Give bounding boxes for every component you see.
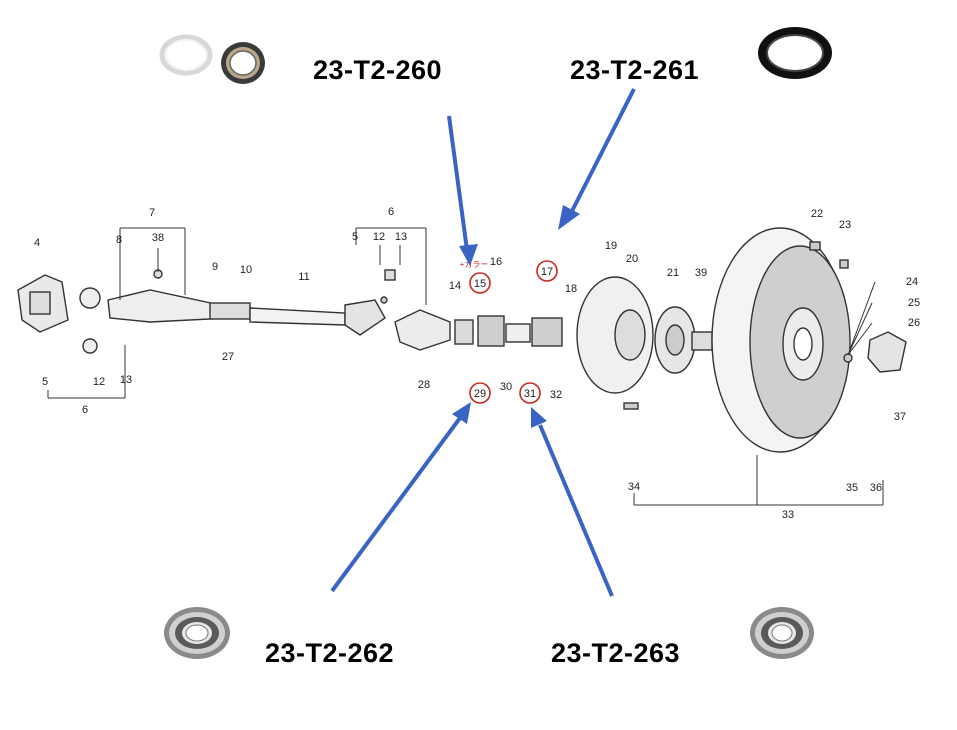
callout-number: 16	[490, 256, 502, 268]
callout-number: 24	[906, 276, 918, 288]
callout-number: 22	[811, 208, 823, 220]
callout-number: 36	[870, 482, 882, 494]
arrow-260	[447, 115, 478, 266]
arrow-263	[531, 407, 614, 597]
callout-number: 38	[152, 232, 164, 244]
callout-number: 39	[695, 267, 707, 279]
callout-number: 27	[222, 351, 234, 363]
callout-number: 32	[550, 389, 562, 401]
part-code-262: 23-T2-262	[265, 638, 395, 668]
seal-ring-photo	[159, 34, 213, 76]
oil-seal-photo	[221, 42, 265, 84]
callout-number: 13	[120, 374, 132, 386]
callout-labels: 4 5 6 7 8 38 9 10 11 27 12 13 5 12 13 6 28 14 15 16 17 18 29 30…	[34, 206, 920, 521]
callout-number: 34	[628, 481, 640, 493]
callout-number: 17	[541, 266, 553, 278]
arrow-261	[558, 88, 636, 230]
callout-number: 33	[782, 509, 794, 521]
exploded-drawing	[17, 227, 907, 453]
callout-number: 20	[626, 253, 638, 265]
callout-number: 6	[388, 206, 394, 218]
callout-number: 10	[240, 264, 252, 276]
part-code-261: 23-T2-261	[570, 55, 700, 85]
callout-number: 13	[395, 231, 407, 243]
callout-number: 8	[116, 234, 122, 246]
callout-number: 4	[34, 237, 40, 249]
collar-note: +カラー	[460, 260, 489, 269]
callout-number: 28	[418, 379, 430, 391]
red-callout-circles	[469, 260, 558, 404]
callout-number: 37	[894, 411, 906, 423]
leader-lines	[47, 227, 884, 506]
callout-number: 14	[449, 280, 461, 292]
callout-number: 26	[908, 317, 920, 329]
callout-number: 5	[352, 231, 358, 243]
callout-number: 25	[908, 297, 920, 309]
callout-number: 12	[373, 231, 385, 243]
arrow-262	[330, 402, 471, 593]
callout-number: 15	[474, 278, 486, 290]
callout-number: 30	[500, 381, 512, 393]
bearing-photo-left	[164, 607, 230, 659]
callout-number: 12	[93, 376, 105, 388]
bearing-photo-right	[750, 607, 814, 659]
part-code-263: 23-T2-263	[551, 638, 681, 668]
callout-number: 18	[565, 283, 577, 295]
arrows	[330, 88, 636, 597]
callout-number: 7	[149, 207, 155, 219]
large-oil-seal-photo	[758, 27, 832, 79]
callout-number: 19	[605, 240, 617, 252]
callout-number: 6	[82, 404, 88, 416]
callout-number: 21	[667, 267, 679, 279]
callout-number: 11	[298, 271, 309, 283]
part-code-260: 23-T2-260	[313, 55, 443, 85]
callout-number: 9	[212, 261, 218, 273]
callout-number: 35	[846, 482, 858, 494]
callout-number: 31	[524, 388, 536, 400]
callout-number: 29	[474, 388, 486, 400]
callout-number: 5	[42, 376, 48, 388]
callout-number: 23	[839, 219, 851, 231]
